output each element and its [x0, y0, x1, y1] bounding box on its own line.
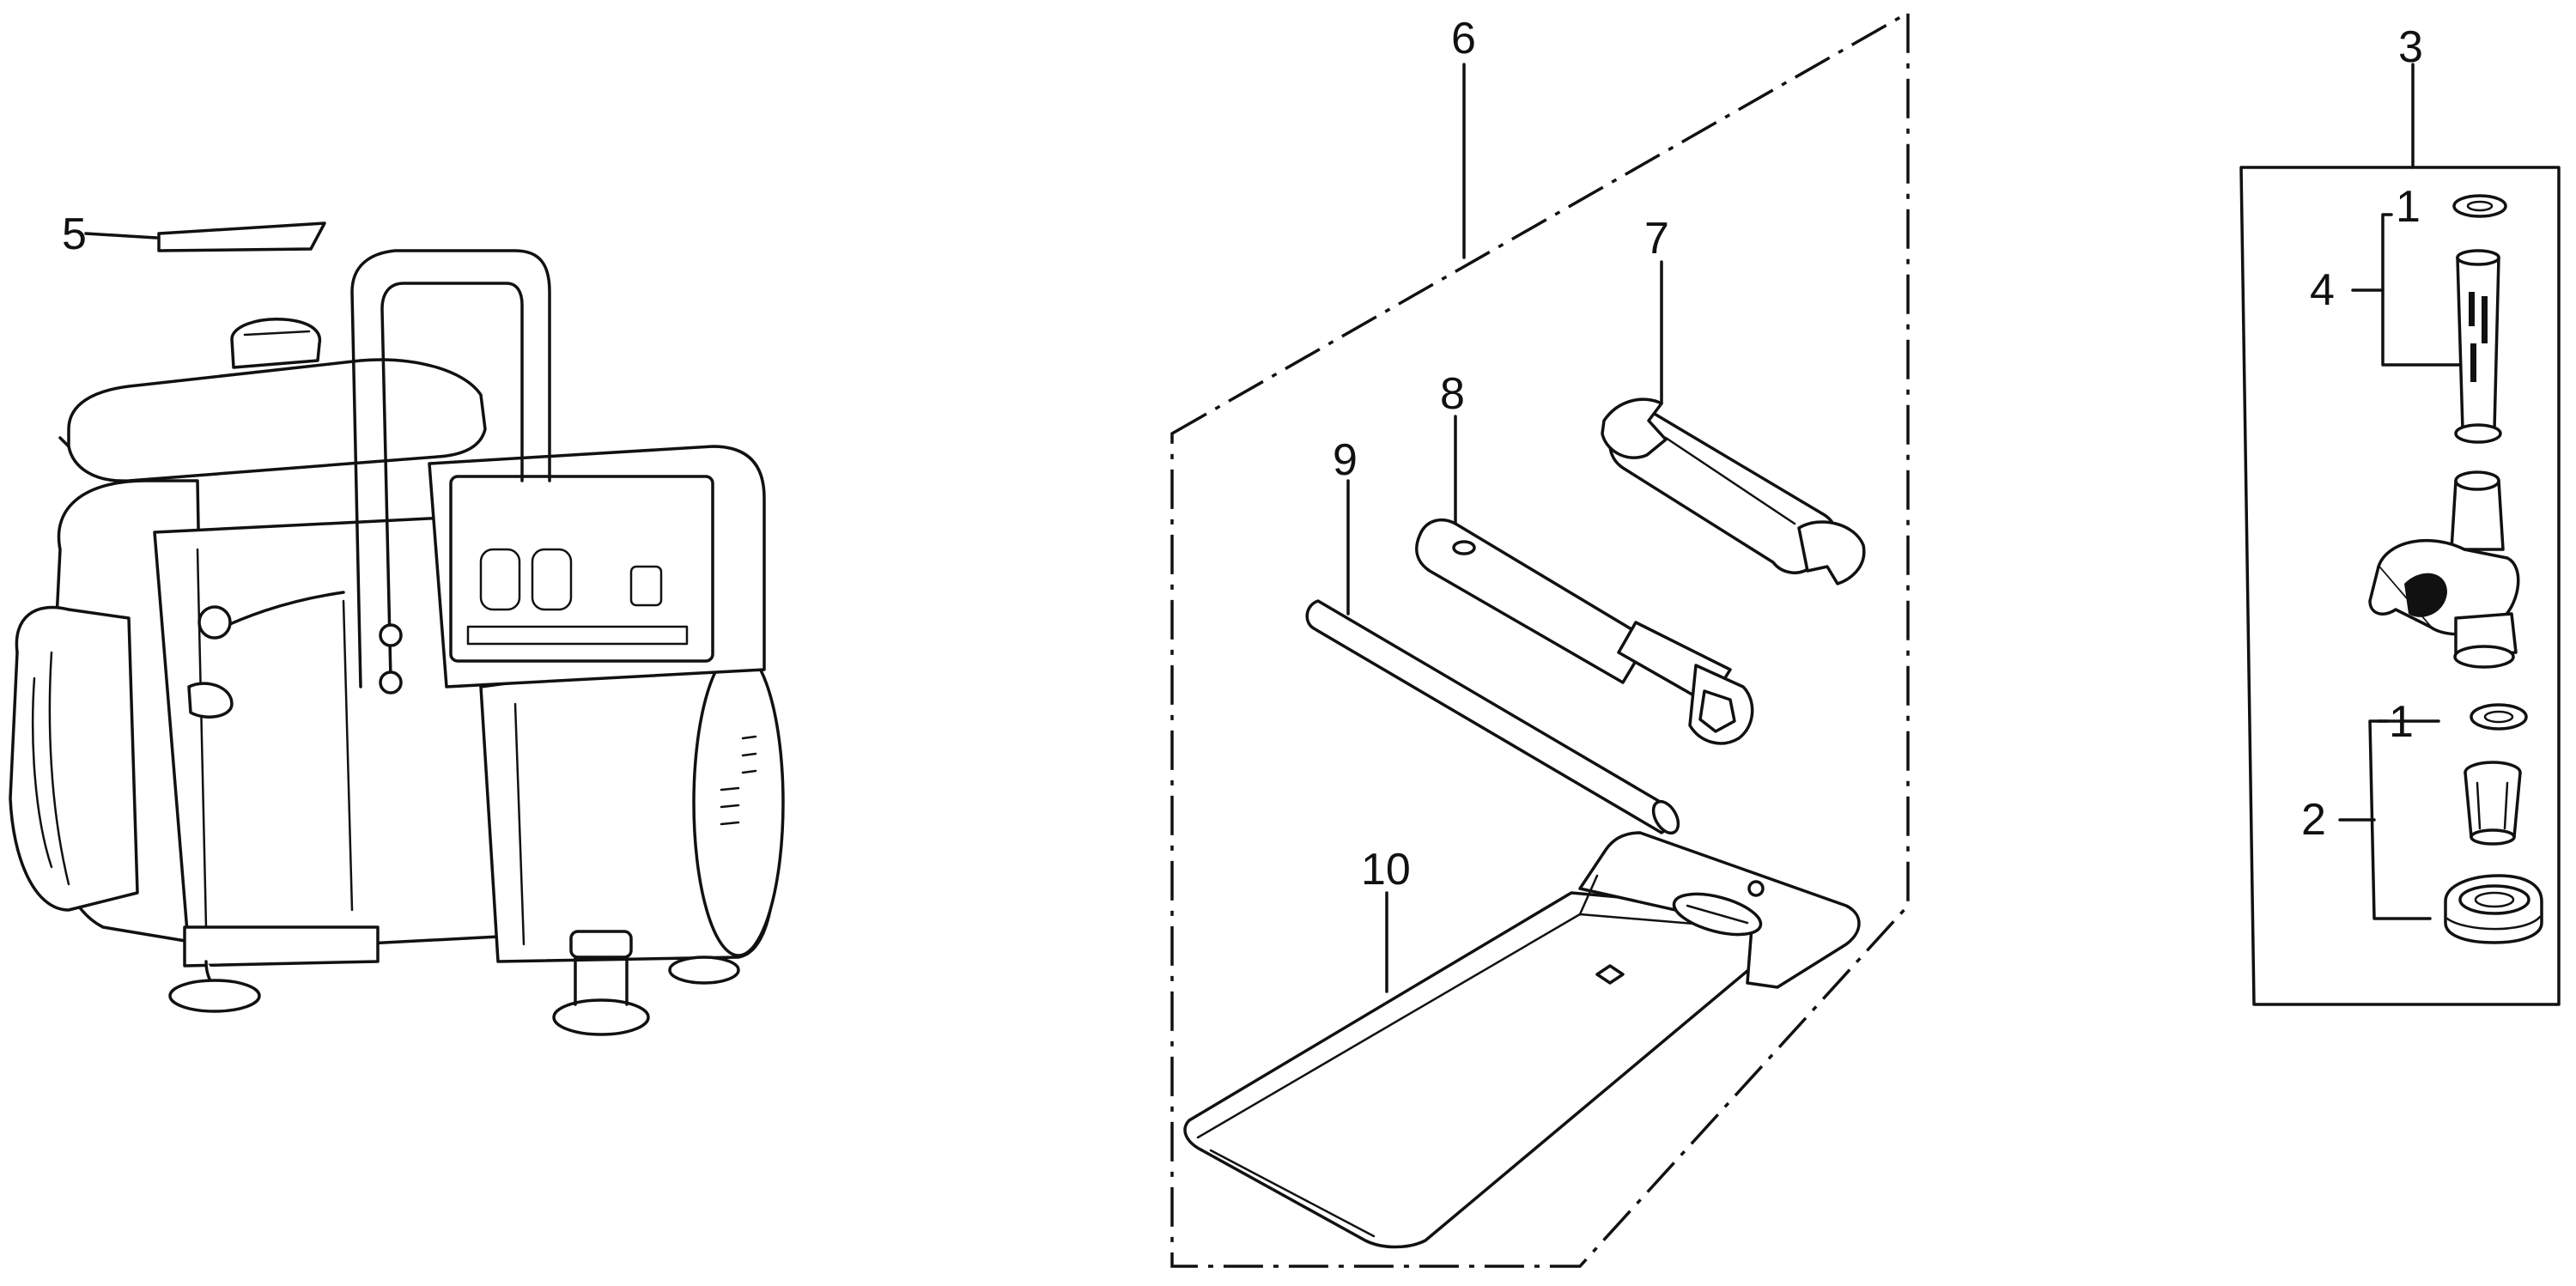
fuel-cock-assembly [2239, 63, 2561, 1006]
callout-3: 3 [2398, 22, 2423, 72]
spark-plug-wrench [1415, 415, 1754, 745]
filter-screen [2464, 761, 2522, 846]
callout-7: 7 [1644, 214, 1669, 264]
callout-5: 5 [62, 209, 87, 259]
tool-kit-group [1170, 9, 1910, 1268]
wrench-handle-bar [1305, 479, 1680, 835]
bag-emblem [1672, 892, 1763, 937]
cup-washer [2470, 703, 2528, 731]
label-plate [84, 221, 326, 252]
callout-6: 6 [1451, 14, 1476, 64]
callout-9: 9 [1333, 435, 1358, 485]
callout-8: 8 [1440, 369, 1465, 419]
callout-10: 10 [1361, 845, 1411, 895]
fuel-strainer [2454, 249, 2502, 444]
callout-1-top: 1 [2396, 182, 2421, 232]
callout-2: 2 [2301, 795, 2326, 845]
tool-bag [1183, 831, 1861, 1249]
generator-unit [9, 249, 785, 1036]
open-end-wrench [1601, 260, 1866, 585]
fuel-cup [2444, 874, 2543, 944]
fuel-cock-washer [2452, 194, 2507, 218]
alternator-grille [720, 735, 757, 826]
callout-4: 4 [2310, 265, 2335, 315]
callout-1-bottom: 1 [2389, 697, 2414, 747]
